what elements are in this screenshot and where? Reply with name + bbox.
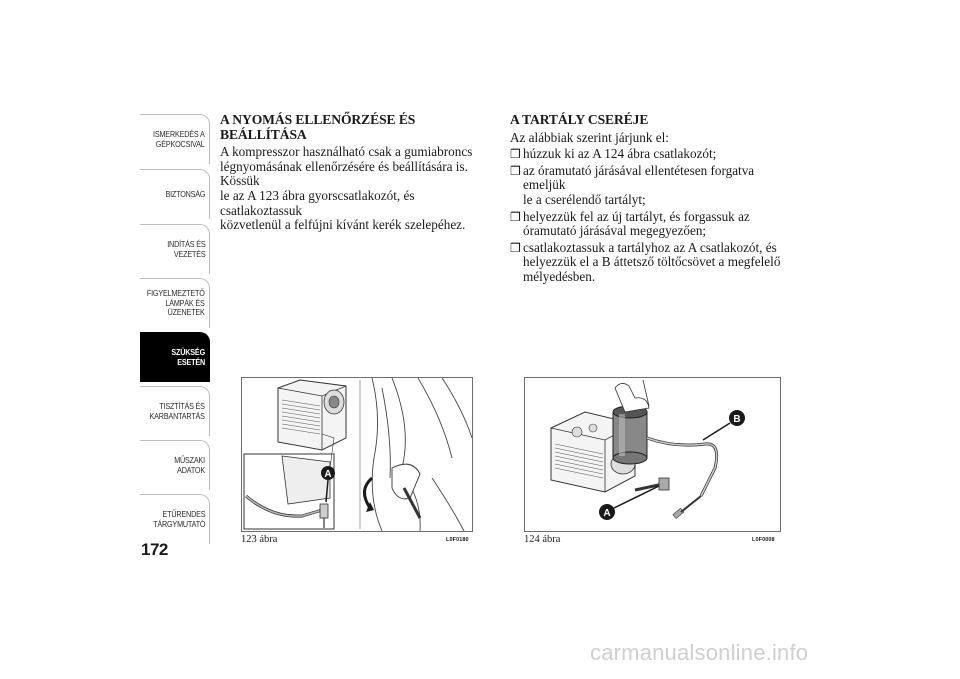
tank-replacement-illustration: B A — [550, 379, 745, 520]
callout-a-label: A — [324, 469, 331, 480]
page-number: 172 — [141, 540, 168, 559]
callout-a-badge — [321, 466, 335, 480]
checkbox-bullet-icon: ❒ — [510, 240, 521, 255]
list-item: ❒ húzzuk ki az A 124 ábra csatlakozót; — [510, 147, 790, 162]
tab-tisztitas[interactable]: TISZTÍTÁS ÉS KARBANTARTÁS — [140, 386, 210, 436]
list-item: ❒ helyezzük fel az új tartályt, és forga… — [510, 208, 790, 239]
step-text: le a cserélendő tartályt; — [523, 191, 646, 207]
list-item: ❒ az óramutató járásával ellentétesen fo… — [510, 162, 790, 208]
tab-biztonsag[interactable]: BIZTONSÁG — [140, 169, 210, 219]
list-item: ❒ csatlakoztassuk a tartályhoz az A csat… — [510, 239, 790, 285]
step-text: húzzuk ki az A 124 ábra csatlakozót; — [523, 146, 717, 162]
step-text: mélyedésben. — [523, 268, 596, 284]
body-line: közvetlenül a felfújni kívánt kerék szel… — [220, 217, 466, 233]
tab-ismerkedes[interactable]: ISMERKEDÉS A GÉPKOCSIVAL — [140, 114, 210, 164]
watermark: carmanualsonline.info — [590, 640, 809, 665]
figure-caption: 123 ábra — [241, 534, 278, 545]
tab-figyelmezteto[interactable]: FIGYELMEZTETŐ LÁMPÁK ÉS ÜZENETEK — [140, 278, 210, 328]
step-text: óramutató járásával megegyezően; — [523, 223, 707, 239]
figure-code: L0F0180 — [446, 537, 469, 543]
section-pressure-check: A NYOMÁS ELLENŐRZÉSE ÉS BEÁLLÍTÁSA A kom… — [220, 112, 490, 233]
tab-inditas[interactable]: INDÍTÁS ÉS VEZETÉS — [140, 224, 210, 274]
step-text: helyezzük el a B áttetsző töltőcsövet a … — [523, 254, 781, 270]
checkbox-bullet-icon: ❒ — [510, 209, 521, 224]
step-text: helyezzük fel az új tartályt, és forgass… — [523, 208, 750, 224]
body-line: légnyomásának ellenőrzésére és beállítás… — [220, 158, 468, 189]
step-text: csatlakoztassuk a tartályhoz az A csatla… — [523, 239, 777, 255]
body-line: le az A 123 ábra gyorscsatlakozót, és cs… — [220, 187, 415, 218]
tab-szukseg-eseten[interactable]: SZÜKSÉG ESETÉN — [140, 332, 210, 382]
tab-label: MŰSZAKI ADATOK — [174, 456, 205, 475]
callout-a-label: A — [603, 508, 610, 519]
tab-muszaki-adatok[interactable]: MŰSZAKI ADATOK — [140, 440, 210, 490]
figure-code: L0F0008 — [752, 537, 775, 543]
step-list: ❒ húzzuk ki az A 124 ábra csatlakozót; ❒… — [510, 147, 790, 284]
checkbox-bullet-icon: ❒ — [510, 163, 521, 178]
figure-caption: 124 ábra — [524, 534, 561, 545]
section-tank-replace: A TARTÁLY CSERÉJE Az alábbiak szerint já… — [510, 112, 790, 287]
tab-label: ETŰRENDES TÁRGYMUTATÓ — [152, 510, 205, 529]
callout-b-badge — [729, 410, 745, 426]
body-line: A kompresszor használható csak a gumiabr… — [220, 144, 473, 160]
section-title: A NYOMÁS ELLENŐRZÉSE ÉS BEÁLLÍTÁSA — [220, 112, 416, 142]
tab-label: BIZTONSÁG — [165, 189, 205, 199]
tab-targymutato[interactable]: ETŰRENDES TÁRGYMUTATÓ — [140, 494, 210, 544]
tab-label: ISMERKEDÉS A GÉPKOCSIVAL — [153, 130, 205, 149]
figure-123: A — [241, 377, 473, 532]
tab-label: TISZTÍTÁS ÉS KARBANTARTÁS — [149, 402, 205, 421]
section-title: A TARTÁLY CSERÉJE — [510, 112, 649, 127]
intro-text: Az alábbiak szerint járjunk el: — [510, 129, 669, 145]
figure-124: B A — [524, 377, 781, 532]
tab-label: INDÍTÁS ÉS VEZETÉS — [166, 240, 205, 259]
tab-label: FIGYELMEZTETŐ LÁMPÁK ÉS ÜZENETEK — [147, 289, 205, 318]
tab-label: SZÜKSÉG ESETÉN — [171, 348, 205, 367]
callout-a-badge — [599, 504, 615, 520]
step-text: az óramutató járásával ellentétesen forg… — [523, 162, 755, 193]
callout-b-label: B — [733, 414, 740, 425]
compressor-valve-illustration: A — [243, 378, 472, 531]
checkbox-bullet-icon: ❒ — [510, 147, 521, 162]
